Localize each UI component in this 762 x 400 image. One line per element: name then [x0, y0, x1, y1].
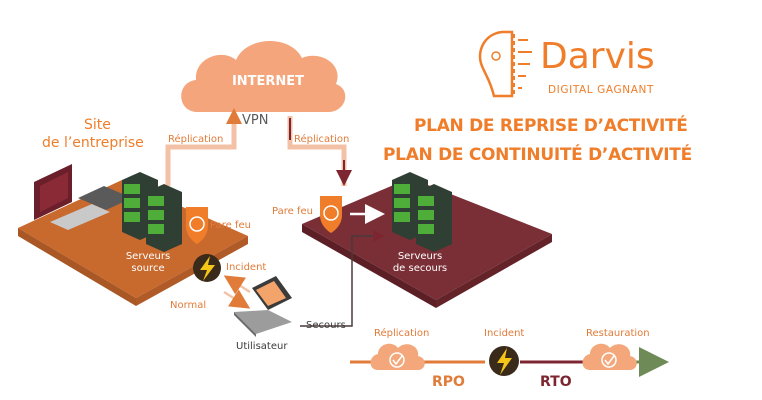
servers-backup-label-line2: de secours [392, 263, 448, 274]
timeline-rpo: RPO [432, 374, 465, 390]
internet-cloud [181, 40, 346, 112]
headline-bcp: PLAN DE CONTINUITÉ D’ACTIVITÉ [383, 145, 692, 165]
user-label: Utilisateur [236, 341, 288, 352]
cloud-label: INTERNET [231, 74, 305, 89]
desktop-monitor [34, 164, 132, 230]
vpn-label: VPN [242, 113, 269, 128]
darvis-logo-icon [478, 30, 532, 98]
servers-backup-label-line1: Serveurs [397, 251, 443, 262]
replication-path-left [165, 108, 242, 186]
timeline-stage-replication: Réplication [374, 328, 430, 339]
brand-name: Darvis [540, 36, 655, 77]
timeline-incident-icon [489, 346, 519, 376]
site-title-line2: de l’entreprise [42, 135, 144, 151]
firewall-left-shield [186, 207, 208, 244]
headline-drp: PLAN DE REPRISE D’ACTIVITÉ [414, 116, 688, 136]
secours-label: Secours [306, 320, 346, 331]
firewall-right-shield [320, 196, 342, 233]
timeline-rto: RTO [540, 374, 572, 390]
normal-label: Normal [170, 300, 207, 311]
laptop-icon [234, 276, 292, 337]
timeline-stage-restauration: Restauration [586, 328, 650, 339]
incident-normal-arrows [223, 275, 251, 309]
firewall-right-label: Pare feu [272, 206, 313, 217]
timeline-restoration-cloud [582, 343, 637, 370]
site-title-line1: Site [84, 117, 111, 133]
replication-right-label: Réplication [294, 134, 350, 145]
incident-label: Incident [226, 262, 267, 273]
timeline-replication-cloud [370, 343, 425, 370]
brand-tagline: DIGITAL GAGNANT [548, 84, 654, 96]
replication-path-right [287, 116, 352, 186]
company-desk [18, 180, 248, 306]
secours-path [300, 230, 385, 327]
source-servers [122, 172, 182, 252]
replication-left-label: Réplication [168, 134, 224, 145]
timeline-stage-incident: Incident [484, 328, 525, 339]
servers-source-label-line1: Serveurs [125, 251, 171, 262]
backup-servers [392, 172, 452, 252]
firewall-left-label: Pare feu [210, 220, 251, 231]
incident-lightning-icon [193, 254, 221, 282]
servers-source-label-line2: source [131, 263, 165, 274]
